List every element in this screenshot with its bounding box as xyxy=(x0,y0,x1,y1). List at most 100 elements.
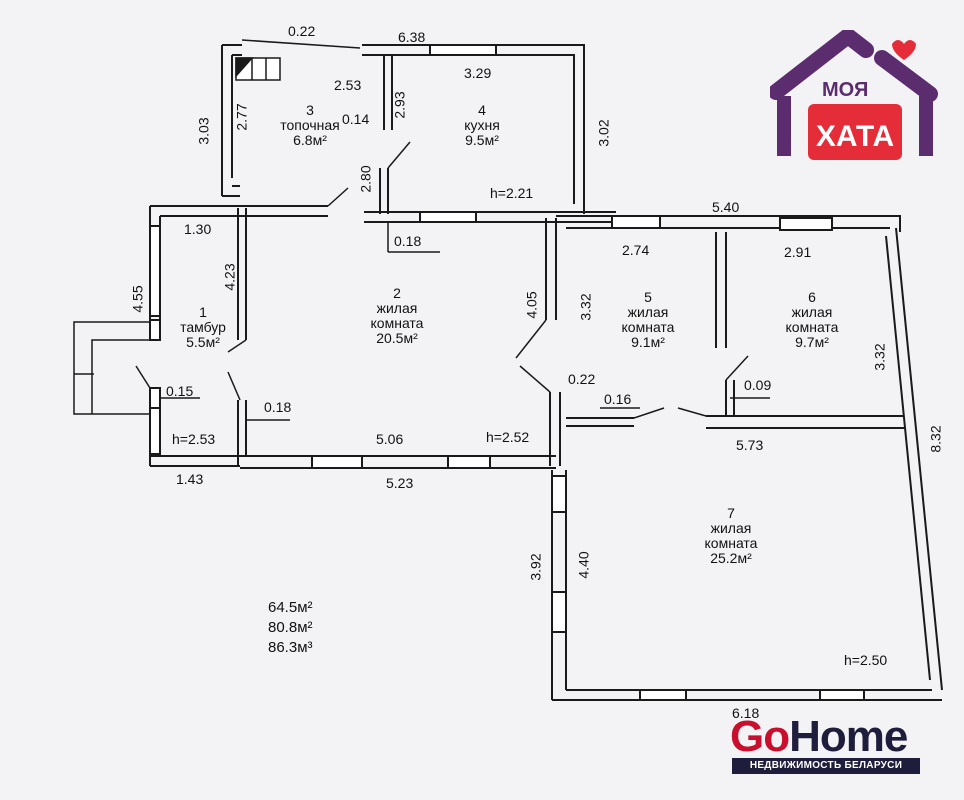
wall-tambur-room2-upper xyxy=(237,208,247,340)
door-swing-2 xyxy=(241,39,361,49)
dim-302: 3.02 xyxy=(595,119,612,147)
dim-291: 2.91 xyxy=(784,244,812,260)
door-swing-9 xyxy=(633,407,665,419)
wall-right-outer xyxy=(885,227,943,691)
dim-405: 4.05 xyxy=(523,291,540,319)
wall-room2-bottom xyxy=(240,455,556,469)
dim-392: 3.92 xyxy=(527,553,544,581)
window-room7-left xyxy=(551,475,567,513)
dim-h252: h=2.52 xyxy=(486,429,530,445)
wall-tambur-bottom xyxy=(150,455,240,467)
window-kitchen-top xyxy=(429,44,497,56)
door-swing-3 xyxy=(387,141,411,169)
window-room2-bottom-b xyxy=(447,455,491,469)
window-room56-top-a xyxy=(611,215,661,229)
dim-540: 5.40 xyxy=(712,199,740,215)
door-swing-1 xyxy=(327,187,349,207)
dim-332-a: 3.32 xyxy=(577,293,594,321)
area-totals: 64.5м² 80.8м² 86.3м³ xyxy=(268,598,313,658)
wall-room56-bottom xyxy=(566,417,634,427)
dim-332-b: 3.32 xyxy=(871,343,888,371)
door-swing-8 xyxy=(725,355,749,381)
dim-277: 2.77 xyxy=(233,103,250,131)
wall-top-left xyxy=(222,44,242,56)
dim-455: 4.55 xyxy=(129,285,146,313)
window-kitchen-bottom xyxy=(419,211,477,223)
door-tambur xyxy=(149,319,161,341)
door-swing-10 xyxy=(677,407,707,417)
dim-423: 4.23 xyxy=(221,263,238,291)
wall-room3-bottom xyxy=(221,178,240,197)
wall-room3-left xyxy=(221,45,233,196)
window-room2-bottom-a xyxy=(311,455,363,469)
wall-kitchen-bottom xyxy=(364,211,616,223)
dim-014: 0.14 xyxy=(342,111,370,127)
dim-022-top: 0.22 xyxy=(288,23,316,39)
total-volume: 86.3м³ xyxy=(268,639,313,656)
dim-130: 1.30 xyxy=(184,221,212,237)
dim-440: 4.40 xyxy=(575,551,592,579)
dim-832: 8.32 xyxy=(927,425,944,453)
house-logo-icon: МОЯ ХАТА xyxy=(768,25,938,160)
total-living-area: 64.5м² xyxy=(268,599,313,616)
total-area: 80.8м² xyxy=(268,619,313,636)
wall-room2-top xyxy=(240,205,328,217)
dim-523: 5.23 xyxy=(386,475,414,491)
dim-h250: h=2.50 xyxy=(844,652,888,668)
dim-274: 2.74 xyxy=(622,242,650,258)
door-swing-7 xyxy=(519,365,551,393)
dim-h253: h=2.53 xyxy=(172,431,216,447)
wall-room6-bottom xyxy=(706,415,906,429)
wall-room7-bottom xyxy=(552,689,942,701)
dim-018-a: 0.18 xyxy=(394,233,422,249)
dim-143: 1.43 xyxy=(176,471,204,487)
window-room7-bottom-a xyxy=(639,689,687,701)
window-tambur-left xyxy=(149,225,161,317)
dim-303: 3.03 xyxy=(195,117,212,145)
wall-partition-5-6 xyxy=(715,232,727,348)
dim-022-mid: 0.22 xyxy=(568,371,596,387)
dim-018-b: 0.18 xyxy=(264,399,292,415)
wall-tambur-top xyxy=(150,205,240,217)
moya-hata-logo: МОЯ ХАТА xyxy=(768,25,940,170)
door-swing-6 xyxy=(515,319,547,359)
dim-253: 2.53 xyxy=(334,77,362,93)
dim-506: 5.06 xyxy=(376,431,404,447)
wall-partition-3-4 xyxy=(383,55,393,130)
door-swing-tambur xyxy=(135,365,151,389)
dim-638: 6.38 xyxy=(398,29,426,45)
dim-573: 5.73 xyxy=(736,437,764,453)
stove-icon xyxy=(235,57,281,81)
wall-room56-top xyxy=(556,215,901,232)
dim-618: 6.18 xyxy=(732,705,760,721)
porch-outline xyxy=(73,321,150,415)
wall-room2-room5 xyxy=(545,218,557,320)
dim-016: 0.16 xyxy=(604,391,632,407)
logo-word-hata: ХАТА xyxy=(816,120,894,153)
wall-tambur-room2-lower xyxy=(237,400,247,466)
dim-009: 0.09 xyxy=(744,377,772,393)
gohome-logo: GoHome НЕДВИЖИМОСТЬ БЕЛАРУСИ xyxy=(726,712,922,778)
logo-word-moya: МОЯ xyxy=(822,79,868,101)
wall-partition-3-4-lower xyxy=(379,168,389,214)
window-room56-top-b xyxy=(779,217,833,231)
dim-280: 2.80 xyxy=(357,165,374,193)
window-room7-bottom-b xyxy=(819,689,865,701)
door-tambur-b xyxy=(149,387,161,409)
dim-h221: h=2.21 xyxy=(490,185,534,201)
dim-015: 0.15 xyxy=(166,383,194,399)
dim-329: 3.29 xyxy=(464,65,492,81)
door-swing-5 xyxy=(227,371,241,401)
wall-room2-room7 xyxy=(549,392,561,466)
dim-293: 2.93 xyxy=(391,91,408,119)
gohome-wordmark: GoHome xyxy=(730,712,908,761)
door-swing-4 xyxy=(227,339,247,353)
window-tambur-bottom xyxy=(149,407,161,455)
